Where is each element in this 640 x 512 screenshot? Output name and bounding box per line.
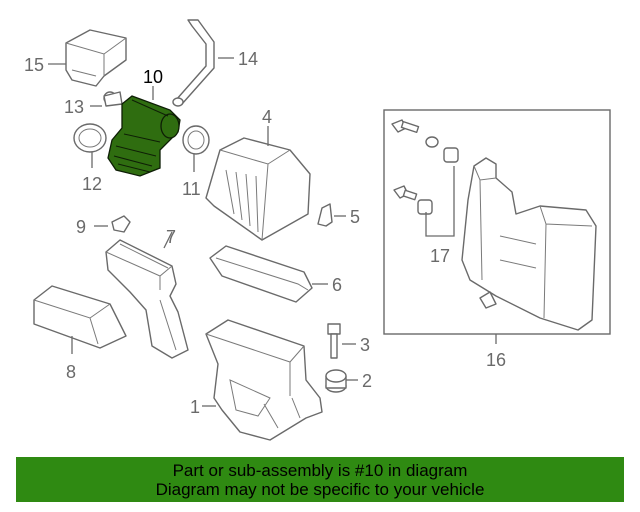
callout-14: 14 [238,49,258,69]
part-17-fasteners [391,119,459,215]
leader-17 [425,166,455,237]
part-2-grommet [325,369,347,393]
callout-8: 8 [66,362,76,382]
info-banner: Part or sub-assembly is #10 in diagram D… [16,457,624,502]
callout-15: 15 [24,55,44,75]
callout-5: 5 [350,207,360,227]
callout-16: 16 [486,350,506,370]
part-4-cleaner-cover [205,137,311,241]
callout-2: 2 [362,371,372,391]
leader-7 [163,231,173,249]
callout-3: 3 [360,335,370,355]
callout-10: 10 [143,67,163,87]
banner-line-part-number: Part or sub-assembly is #10 in diagram [172,461,468,480]
banner-line-disclaimer: Diagram may not be specific to your vehi… [155,480,485,499]
part-14-hose [172,19,215,107]
callout-12: 12 [82,174,102,194]
part-8-lower-cover [33,285,127,349]
callout-11: 11 [182,179,201,199]
part-7-intake-snorkel [105,239,189,359]
part-12-clamp [73,123,107,153]
part-10-intake-duct-highlighted [107,95,181,177]
callout-6: 6 [332,275,342,295]
part-15-resonator [65,29,127,87]
part-16-washer-reservoir [461,157,597,331]
part-13-sensor [103,91,123,107]
callout-1: 1 [190,397,200,417]
callout-13: 13 [64,97,84,117]
part-11-clamp [182,125,210,155]
part-9-clip [111,215,131,233]
callout-4: 4 [262,107,272,127]
part-5-bracket [317,203,333,227]
part-3-bolt [327,323,341,359]
part-6-filter-element [209,245,313,303]
part-1-cleaner-body [205,319,323,441]
callout-7: 7 [166,227,176,247]
callout-9: 9 [76,217,86,237]
callout-17: 17 [430,246,450,266]
